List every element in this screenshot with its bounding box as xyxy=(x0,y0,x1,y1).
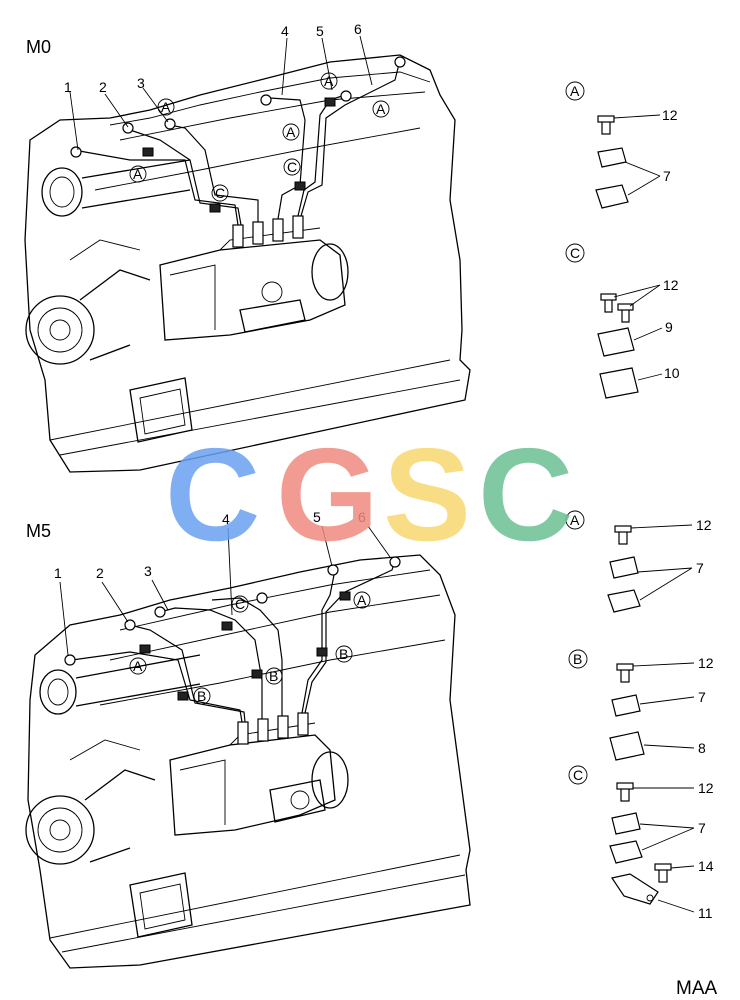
variant-label-m5: M5 xyxy=(26,521,51,541)
clamp-icon xyxy=(611,812,641,835)
detail-m5-a-12: 12 xyxy=(696,517,712,533)
detail-m5-c-7: 7 xyxy=(698,820,706,836)
watermark-letter-c2: C xyxy=(478,421,573,568)
detail-m5-a-marker: A xyxy=(570,512,580,528)
callout-m5-4: 4 xyxy=(222,511,230,527)
marker-m0-a1: A xyxy=(133,166,143,182)
detail-m5-a: A 12 7 xyxy=(565,510,712,613)
detail-m5-b-8: 8 xyxy=(698,740,706,756)
marker-m0-c2: C xyxy=(287,159,297,175)
markers-m0: A A A A A C C xyxy=(129,72,390,202)
detail-m0-a: A 12 7 xyxy=(565,81,678,209)
detail-m5-a-7: 7 xyxy=(696,560,704,576)
bracket-icon xyxy=(611,873,659,905)
callout-m0-4: 4 xyxy=(281,23,289,39)
detail-m5-c-11: 11 xyxy=(698,905,713,921)
detail-m5-b: B 12 7 8 xyxy=(568,649,714,761)
callout-m0-5: 5 xyxy=(316,23,324,39)
detail-m0-a-12: 12 xyxy=(662,107,678,123)
detail-m0-c: C 12 9 10 xyxy=(565,243,680,399)
detail-m0-a-marker: A xyxy=(570,83,580,99)
diagram-code: MAA xyxy=(676,978,718,999)
detail-m0-c-9: 9 xyxy=(665,319,673,335)
marker-m5-c1: C xyxy=(235,596,245,612)
marker-m5-b2: B xyxy=(269,668,278,684)
engine-drawing-m0 xyxy=(24,35,471,473)
marker-m0-a5: A xyxy=(376,101,386,117)
callouts-m5: 1 2 3 4 5 6 xyxy=(54,509,366,581)
detail-m5-c-14: 14 xyxy=(698,858,714,874)
engine-drawing-m5 xyxy=(25,525,471,969)
clamp-icon xyxy=(597,147,627,168)
clamp-icon xyxy=(599,367,639,399)
detail-m5-c-marker: C xyxy=(573,767,583,783)
callout-m0-6: 6 xyxy=(354,21,362,37)
callout-m0-1: 1 xyxy=(64,79,72,95)
marker-m5-b3: B xyxy=(339,646,348,662)
markers-m5: A A B B B C xyxy=(129,591,371,705)
clamp-icon xyxy=(595,184,629,209)
variant-label-m0: M0 xyxy=(26,37,51,57)
detail-m0-c-10: 10 xyxy=(664,365,680,381)
watermark-letter-g: G xyxy=(276,421,379,568)
watermark-letter-s: S xyxy=(383,421,471,568)
detail-m0-c-marker: C xyxy=(570,245,580,261)
clamp-icon xyxy=(607,589,641,613)
watermark: C G S C xyxy=(165,421,573,568)
clamp-icon xyxy=(609,731,645,761)
clamp-icon xyxy=(611,694,641,717)
callout-m5-5: 5 xyxy=(313,509,321,525)
marker-m5-b1: B xyxy=(197,688,206,704)
callouts-m0: 1 2 3 4 5 6 xyxy=(64,21,362,95)
detail-m5-c-12: 12 xyxy=(698,780,714,796)
marker-m0-a3: A xyxy=(286,124,296,140)
marker-m0-c1: C xyxy=(215,185,225,201)
detail-m0-a-7: 7 xyxy=(663,168,671,184)
callout-m0-2: 2 xyxy=(99,79,107,95)
callout-m5-2: 2 xyxy=(96,565,104,581)
marker-m5-a1: A xyxy=(133,658,143,674)
callout-m5-1: 1 xyxy=(54,565,62,581)
detail-m5-b-7: 7 xyxy=(698,689,706,705)
marker-m0-a2: A xyxy=(161,99,171,115)
clamp-icon xyxy=(609,840,643,864)
callout-m5-3: 3 xyxy=(144,563,152,579)
marker-m5-a2: A xyxy=(357,592,367,608)
callout-m0-3: 3 xyxy=(137,75,145,91)
clamp-icon xyxy=(597,327,635,357)
clamp-icon xyxy=(609,556,639,579)
detail-m5-b-12: 12 xyxy=(698,655,714,671)
detail-m0-c-12: 12 xyxy=(663,277,679,293)
watermark-letter-c1: C xyxy=(165,421,260,568)
detail-m5-b-marker: B xyxy=(573,651,582,667)
callout-m5-6: 6 xyxy=(358,509,366,525)
detail-m5-c: C 12 7 14 11 xyxy=(568,765,714,921)
marker-m0-a4: A xyxy=(324,73,334,89)
